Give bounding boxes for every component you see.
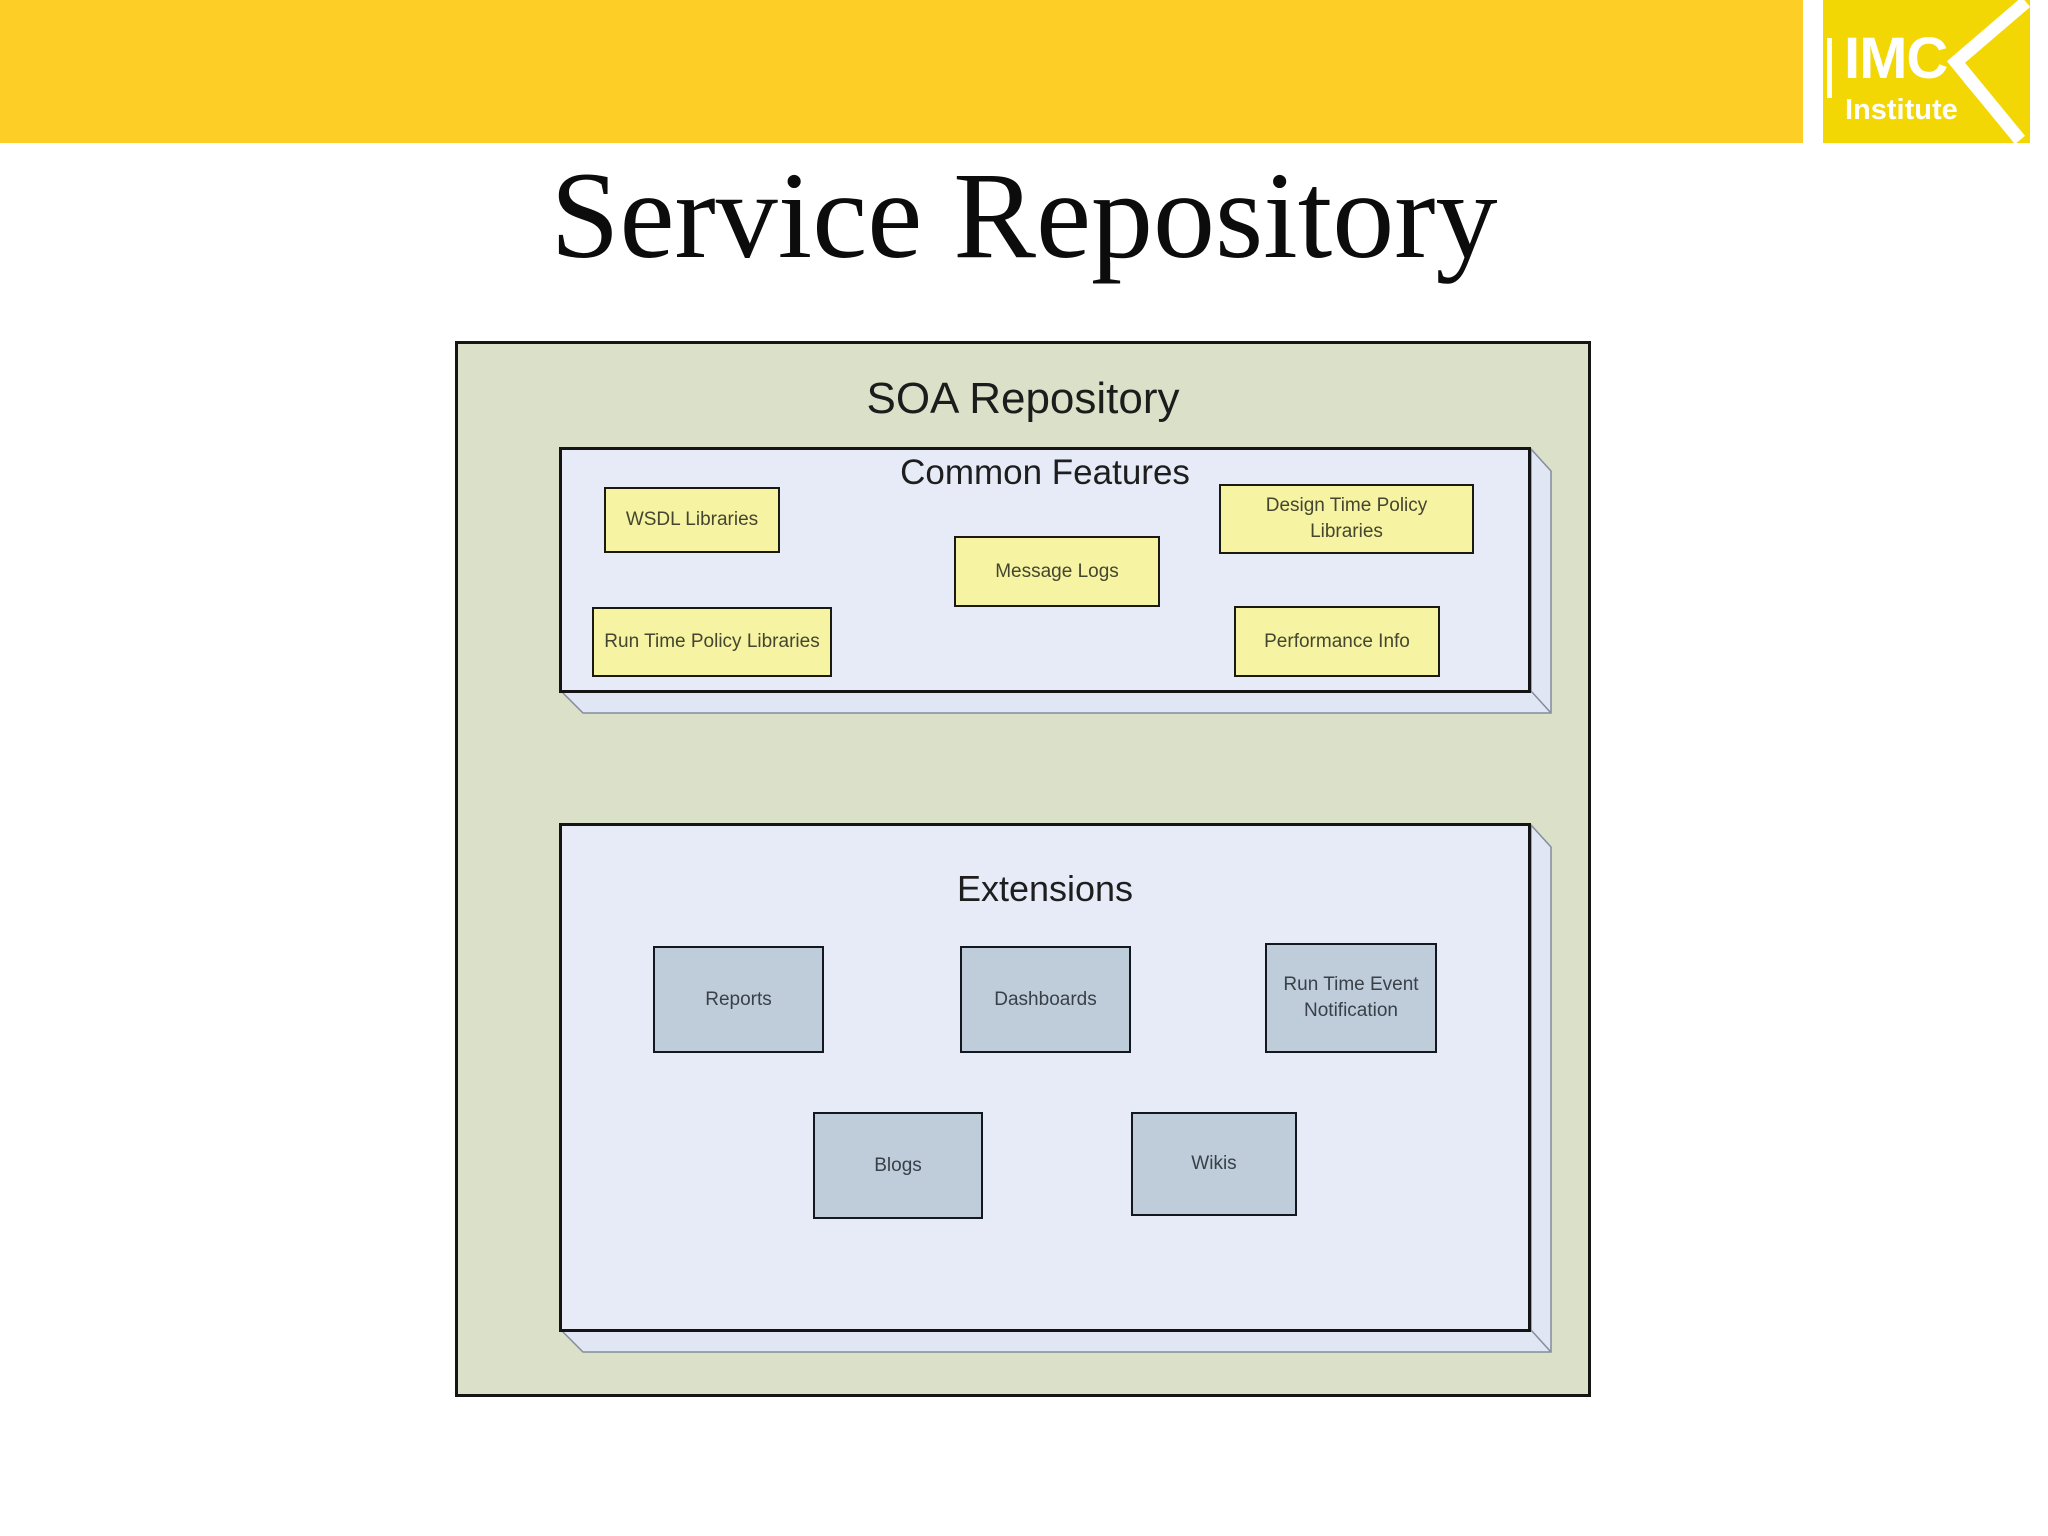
top-banner [0, 0, 1803, 143]
panel-title-common-features: Common Features [900, 453, 1190, 492]
node-reports: Reports [653, 946, 824, 1053]
node-blogs: Blogs [813, 1112, 983, 1219]
imc-logo: IMC Institute [1823, 0, 2030, 143]
node-design-time-policy-libraries: Design Time Policy Libraries [1219, 484, 1474, 554]
logo-text-institute: Institute [1845, 94, 1958, 126]
logo-chevron-icon [1946, 0, 2030, 143]
logo-left-bar [1827, 38, 1832, 98]
node-wikis: Wikis [1131, 1112, 1297, 1216]
panel-title-extensions: Extensions [956, 868, 1134, 909]
node-wsdl-libraries: WSDL Libraries [604, 487, 780, 553]
soa-repository-title: SOA Repository [866, 374, 1180, 423]
node-run-time-event-notification: Run Time Event Notification [1265, 943, 1437, 1053]
panel-common-features: Common Features WSDL Libraries Design Ti… [559, 447, 1553, 715]
node-dashboards: Dashboards [960, 946, 1131, 1053]
panel-3d-slab [559, 823, 1552, 1353]
panel-extensions: Extensions Reports Dashboards Run Time E… [559, 823, 1553, 1354]
node-run-time-policy-libraries: Run Time Policy Libraries [592, 607, 832, 677]
node-message-logs: Message Logs [954, 536, 1160, 607]
slide-title: Service Repository [550, 147, 1498, 284]
logo-text-imc: IMC [1844, 26, 1948, 91]
soa-repository-container: SOA Repository Common Features WSDL Libr… [455, 341, 1591, 1397]
node-performance-info: Performance Info [1234, 606, 1440, 677]
